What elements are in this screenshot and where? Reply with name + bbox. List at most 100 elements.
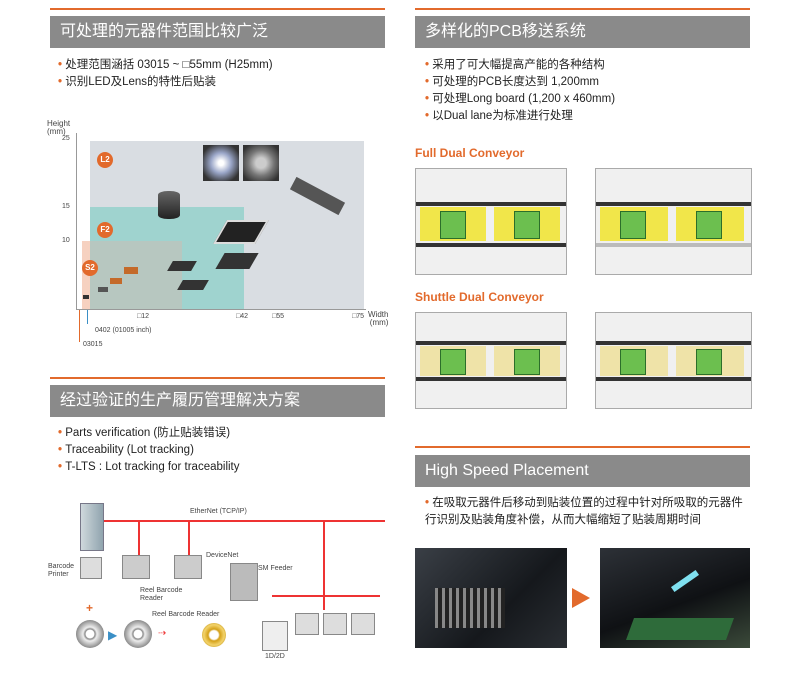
section-rule	[415, 446, 750, 448]
traceability-network-diagram: EtherNet (TCP/IP) DeviceNet SM Feeder Ba…	[40, 495, 390, 695]
conveyor-rail	[416, 341, 566, 345]
shuttle-dual-conveyor-diagram	[595, 312, 752, 409]
shuttle-dual-conveyor-diagram	[415, 312, 567, 409]
pc-icon	[174, 555, 202, 579]
bullet: 可处理Long board (1,200 x 460mm)	[425, 91, 615, 108]
marker-arrow	[79, 310, 80, 342]
chip-component-icon	[98, 287, 108, 292]
placement-machine-icon	[295, 613, 319, 635]
x-tick: □42	[236, 313, 249, 320]
region-tag-f2: F2	[97, 222, 113, 238]
arrow-icon: ▶	[108, 628, 118, 642]
pcb-green	[440, 349, 466, 375]
full-dual-conveyor-diagram	[415, 168, 567, 275]
drop-line	[138, 520, 140, 555]
pcb-green	[514, 349, 540, 375]
bullet: 在吸取元器件后移动到贴装位置的过程中针对所吸取的元器件行识别及贴装角度补偿，从而…	[425, 495, 750, 529]
section-rule	[50, 377, 385, 379]
lens-image	[243, 145, 279, 181]
pcb-green	[620, 211, 646, 239]
pcb-transfer-bullets: 采用了可大幅提高产能的各种结构 可处理的PCB长度达到 1,200mm 可处理L…	[425, 57, 615, 125]
section-rule	[415, 8, 750, 10]
full-dual-conveyor-diagram	[595, 168, 752, 275]
light-beam	[670, 569, 700, 593]
x-tick: □55	[272, 313, 285, 320]
reel-icon	[76, 620, 104, 648]
component-range-bullets: 处理范围涵括 03015 ~ □55mm (H25mm) 识别LED及Lens的…	[58, 57, 273, 91]
drop-line	[188, 520, 190, 555]
section-rule	[50, 8, 385, 10]
pcb-board	[625, 618, 735, 640]
arrow-right-icon	[572, 588, 590, 608]
y-tick: 25	[62, 135, 70, 142]
barcode-printer-icon	[80, 557, 102, 579]
component-recognition-photo	[600, 548, 750, 648]
bullet: Traceability (Lot tracking)	[58, 442, 240, 459]
sm-feeder-icon	[230, 563, 258, 601]
capacitor-icon	[158, 191, 180, 219]
bullet: 以Dual lane为标准进行处理	[425, 108, 615, 125]
bullet: 识别LED及Lens的特性后贴装	[58, 74, 273, 91]
conveyor-rail	[416, 202, 566, 206]
pcb-green	[620, 349, 646, 375]
devicenet-label: DeviceNet	[206, 552, 239, 559]
x-tick: □75	[352, 313, 365, 320]
conveyor-rail	[596, 243, 751, 247]
marker-03015: 03015	[83, 341, 103, 348]
reel-icon	[124, 620, 152, 648]
region-s2-inner	[90, 241, 182, 309]
x-axis-label: Width (mm)	[368, 310, 389, 327]
bullet: 采用了可大幅提高产能的各种结构	[425, 57, 615, 74]
conveyor-rail	[596, 202, 751, 206]
server-icon	[80, 503, 104, 551]
x-tick: □12	[137, 313, 150, 320]
section-title-component-range: 可处理的元器件范围比较广泛	[50, 16, 385, 48]
pcb-green	[440, 211, 466, 239]
pc-icon	[122, 555, 150, 579]
pcb-green	[696, 211, 722, 239]
chip-component-icon	[110, 278, 122, 284]
x-axis	[76, 309, 366, 310]
pcb-green	[514, 211, 540, 239]
reel-barcode-reader-label: Reel Barcode Reader	[140, 587, 183, 602]
region-tag-s2: S2	[82, 260, 98, 276]
shuttle-dual-conveyor-label: Shuttle Dual Conveyor	[415, 290, 544, 304]
y-axis-label: Height (mm)	[47, 119, 71, 136]
arrow-icon: ⇢	[158, 628, 167, 639]
placement-head-photo	[415, 548, 567, 648]
chip-component-icon	[124, 267, 138, 274]
conveyor-rail	[416, 243, 566, 247]
chip-component-icon	[83, 295, 89, 299]
code-label: 1D/2D	[265, 653, 285, 660]
barcode-printer-label: Barcode Printer	[48, 563, 75, 578]
section-title-traceability: 经过验证的生产履历管理解决方案	[50, 385, 385, 417]
marker-arrow	[87, 310, 88, 324]
full-dual-conveyor-label: Full Dual Conveyor	[415, 146, 525, 160]
y-tick: 10	[62, 237, 70, 244]
bullet: Parts verification (防止贴装错误)	[58, 425, 240, 442]
led-lens-image	[203, 145, 239, 181]
section-title-pcb-transfer: 多样化的PCB移送系统	[415, 16, 750, 48]
marker-0402: 0402 (01005 inch)	[95, 327, 152, 334]
conveyor-rail	[416, 377, 566, 381]
plus-icon: +	[86, 601, 94, 615]
conveyor-rail	[596, 377, 751, 381]
ethernet-line	[100, 520, 385, 522]
placement-machine-icon	[323, 613, 347, 635]
machine-bus-line	[272, 595, 380, 597]
y-tick: 15	[62, 203, 70, 210]
reel-barcode-reader-label: Reel Barcode Reader	[152, 611, 220, 618]
high-speed-bullets: 在吸取元器件后移动到贴装位置的过程中针对所吸取的元器件行识别及贴装角度补偿，从而…	[425, 495, 750, 529]
y-axis	[76, 133, 77, 309]
region-tag-l2: L2	[97, 152, 113, 168]
traceability-bullets: Parts verification (防止贴装错误) Traceability…	[58, 425, 240, 476]
pcb-green	[696, 349, 722, 375]
nozzle-array	[435, 588, 505, 628]
section-title-high-speed-placement: High Speed Placement	[415, 455, 750, 487]
conveyor-rail	[596, 341, 751, 345]
ethernet-label: EtherNet (TCP/IP)	[190, 508, 247, 515]
bullet: 处理范围涵括 03015 ~ □55mm (H25mm)	[58, 57, 272, 74]
placement-machine-icon	[351, 613, 375, 635]
code-scanner-icon	[262, 621, 288, 651]
component-size-chart: Height (mm) 25 15 10 L2 F2 S2 □12 □42 □5…	[40, 115, 400, 355]
